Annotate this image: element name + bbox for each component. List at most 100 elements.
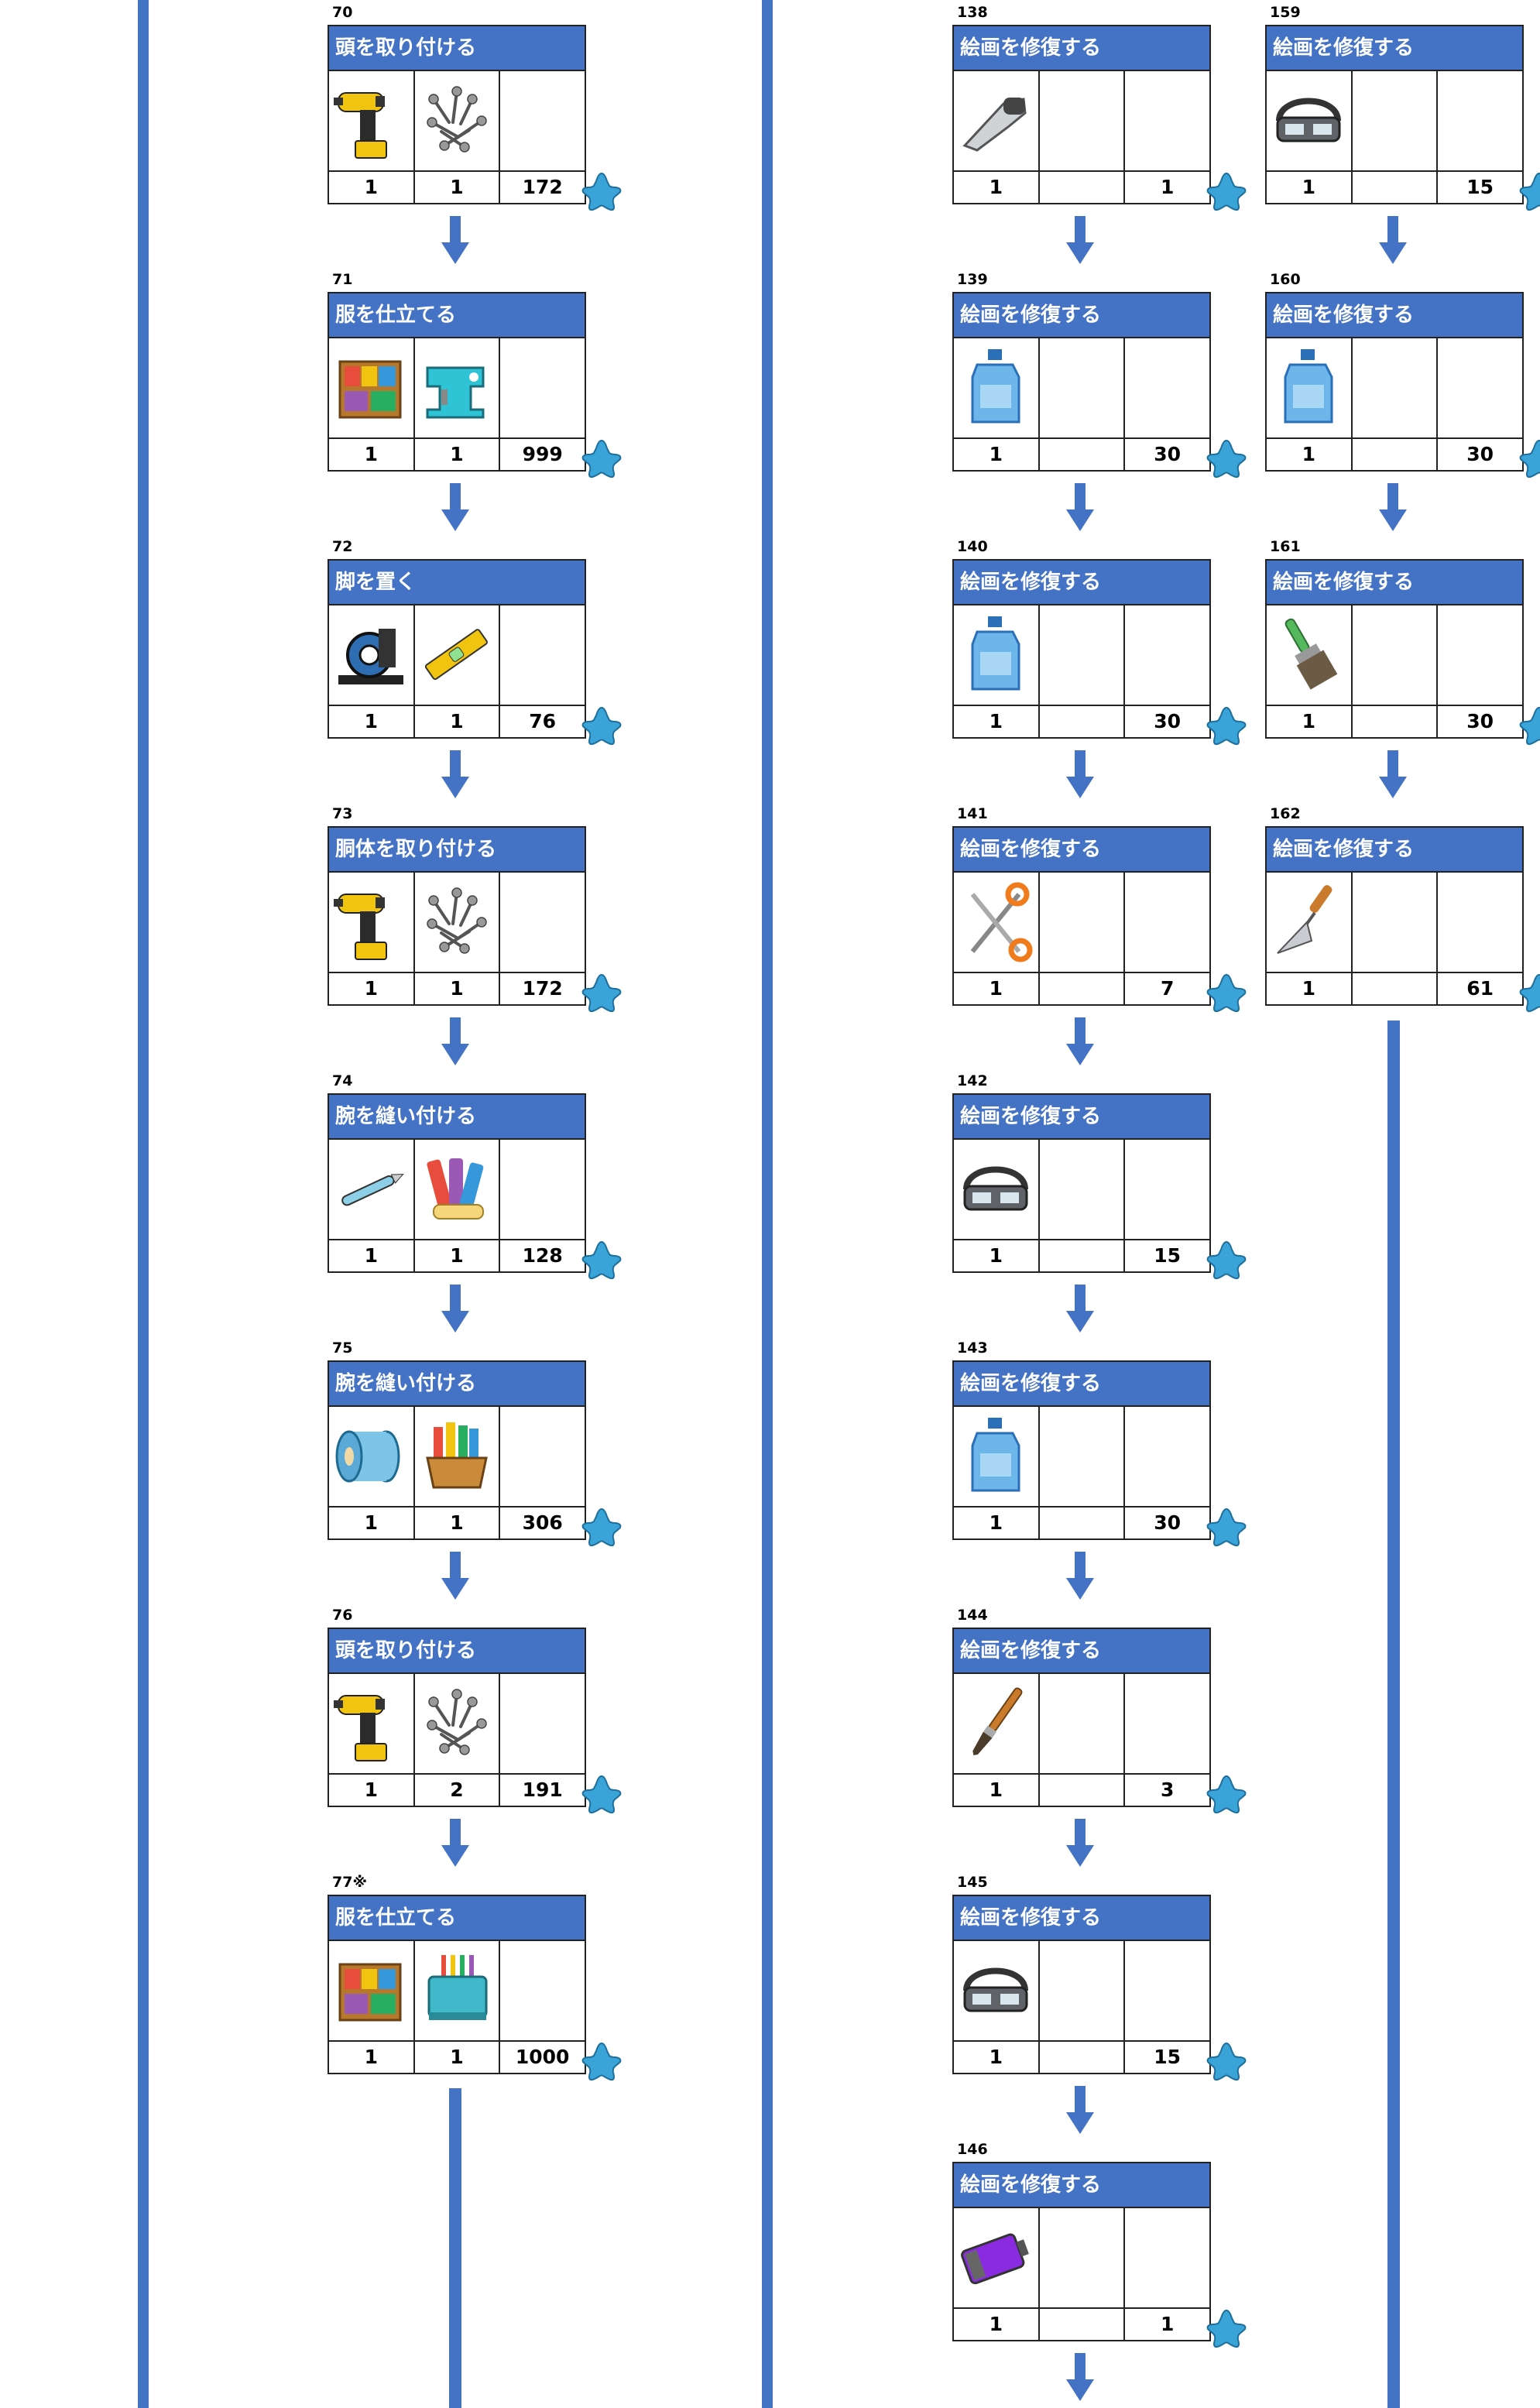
down-arrow-icon [1066, 1017, 1094, 1065]
item-icons-row [954, 605, 1247, 746]
down-arrow-icon [1066, 1552, 1094, 1600]
continuation-bar-1 [449, 2088, 461, 2408]
reward-cell [1125, 1674, 1247, 1814]
empty-item-slot [1040, 605, 1126, 705]
item-count [1040, 1240, 1126, 1271]
step-number: 74 [332, 1072, 353, 1089]
reward-cell [1125, 1941, 1247, 2081]
item-count: 1 [415, 439, 501, 470]
item-icons-row [329, 1407, 622, 1547]
down-arrow-icon [1066, 1819, 1094, 1867]
item-count [1353, 706, 1439, 737]
down-arrow-icon [1379, 483, 1407, 531]
reward-cell [500, 1941, 622, 2081]
item-count [1040, 973, 1126, 1004]
step-number: 143 [957, 1339, 988, 1357]
battery-icon [954, 2208, 1040, 2307]
item-count: 1 [415, 973, 501, 1004]
reward-count: 30 [1466, 443, 1494, 465]
down-arrow-icon [441, 750, 469, 798]
reward-count: 76 [529, 710, 557, 732]
sewing-supply-shelf-icon [329, 1941, 415, 2040]
down-arrow-icon [1379, 216, 1407, 264]
item-count: 1 [329, 706, 415, 737]
down-arrow-icon [1066, 750, 1094, 798]
item-count: 1 [954, 1508, 1040, 1538]
item-icons-row [1267, 338, 1540, 479]
task-title: 絵画を修復する [954, 1896, 1209, 1941]
reward-cell [1438, 338, 1540, 479]
item-count: 1 [329, 439, 415, 470]
item-count: 1 [1267, 439, 1353, 470]
fabric-rolls-icon [415, 1140, 501, 1239]
reward-cell [500, 1674, 622, 1814]
reward-cell [500, 71, 622, 211]
reward-cell [1438, 873, 1540, 1013]
item-count: 1 [1267, 172, 1353, 203]
step-number: 73 [332, 805, 353, 822]
item-icons-row [1267, 71, 1540, 211]
reward-count: 1 [1160, 176, 1175, 198]
reward-count: 30 [1154, 710, 1182, 732]
reward-count: 15 [1154, 1244, 1182, 1267]
item-count [1040, 2309, 1126, 2340]
item-icons-row [954, 873, 1247, 1013]
item-icons-row [1267, 873, 1540, 1013]
down-arrow-icon [441, 216, 469, 264]
solvent-bottle-icon [954, 338, 1040, 437]
task-title: 絵画を修復する [954, 561, 1209, 605]
down-arrow-icon [441, 1819, 469, 1867]
step-number: 138 [957, 4, 988, 21]
reward-cell [1125, 338, 1247, 479]
item-count: 1 [954, 2309, 1040, 2340]
task-title: 絵画を修復する [954, 1629, 1209, 1674]
reward-count: 30 [1154, 1511, 1182, 1534]
item-counts-row: 1 30 [1267, 439, 1522, 470]
item-count [1040, 1508, 1126, 1538]
reward-cell [1125, 71, 1247, 211]
task-title: 胴体を取り付ける [329, 828, 585, 873]
item-count: 1 [1267, 706, 1353, 737]
item-icons-row [954, 1407, 1247, 1547]
empty-item-slot [1040, 1407, 1126, 1506]
reward-count: 61 [1466, 977, 1494, 1000]
handheld-vacuum-icon [954, 71, 1040, 170]
task-title: 絵画を修復する [1267, 561, 1522, 605]
item-count: 1 [329, 1508, 415, 1538]
step-number: 72 [332, 538, 353, 555]
reward-cell [1438, 605, 1540, 746]
screws-pile-icon [415, 873, 501, 972]
reward-cell [500, 1407, 622, 1547]
empty-item-slot [1040, 1140, 1126, 1239]
reward-cell [500, 605, 622, 746]
reward-count: 1 [1160, 2313, 1175, 2335]
item-count: 1 [1267, 973, 1353, 1004]
reward-cell [1125, 873, 1247, 1013]
item-count: 1 [954, 172, 1040, 203]
reward-count: 128 [522, 1244, 563, 1267]
item-count: 1 [954, 2042, 1040, 2073]
task-title: 服を仕立てる [329, 293, 585, 338]
